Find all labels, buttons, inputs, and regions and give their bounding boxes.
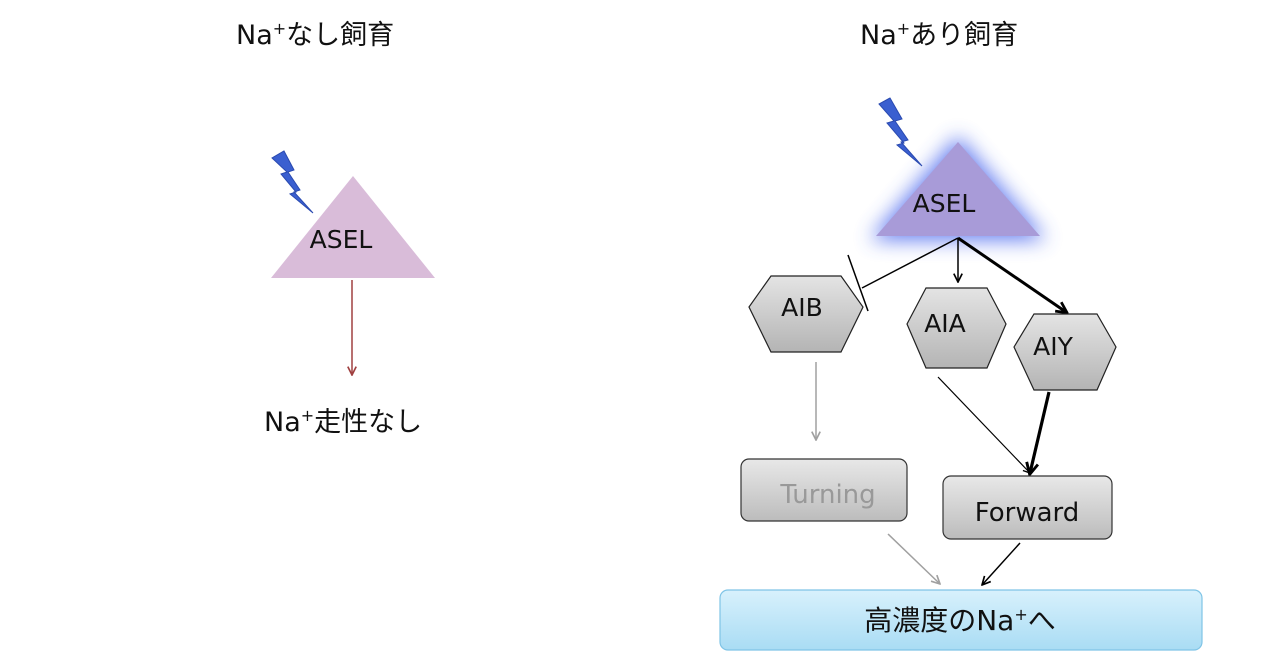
high-na-target-label: 高濃度のNa+へ	[864, 604, 1056, 637]
asel-label-left: ASEL	[310, 225, 373, 254]
turning-label: Turning	[779, 480, 875, 510]
forward-behavior-box	[942, 475, 1113, 540]
left-panel-title: Na+なし飼育	[236, 19, 394, 51]
aiy-interneuron	[1013, 313, 1117, 391]
left-panel: Na+なし飼育 ASEL Na+走性なし	[236, 19, 435, 438]
forward-label: Forward	[975, 498, 1080, 528]
asel-neuron-left	[271, 176, 435, 278]
turning-behavior-box	[740, 458, 908, 522]
aia-label: AIA	[924, 309, 966, 338]
aib-label: AIB	[781, 293, 823, 322]
forward-to-target-arrow	[982, 542, 1021, 585]
aiy-label: AIY	[1033, 332, 1073, 361]
aiy-to-forward-arrow	[1030, 391, 1051, 473]
right-panel: Na+あり飼育 ASEL AIB AIA AIY Turning Forward	[719, 19, 1203, 651]
lightning-bolt-icon	[271, 150, 314, 214]
high-na-target	[719, 589, 1203, 651]
asel-label-right: ASEL	[913, 189, 976, 218]
turning-to-target-arrow	[887, 533, 940, 584]
inhibition-bar	[847, 254, 869, 312]
asel-neuron-right	[876, 142, 1040, 236]
right-panel-title: Na+あり飼育	[860, 19, 1018, 51]
asel-to-aib-inhibition	[861, 237, 959, 289]
no-taxis-label: Na+走性なし	[264, 406, 422, 438]
asel-to-aiy-arrow	[957, 236, 1066, 312]
aia-interneuron	[906, 287, 1007, 369]
aia-to-forward-arrow	[937, 376, 1030, 473]
aib-interneuron	[748, 275, 864, 353]
lightning-bolt-icon	[878, 97, 923, 167]
